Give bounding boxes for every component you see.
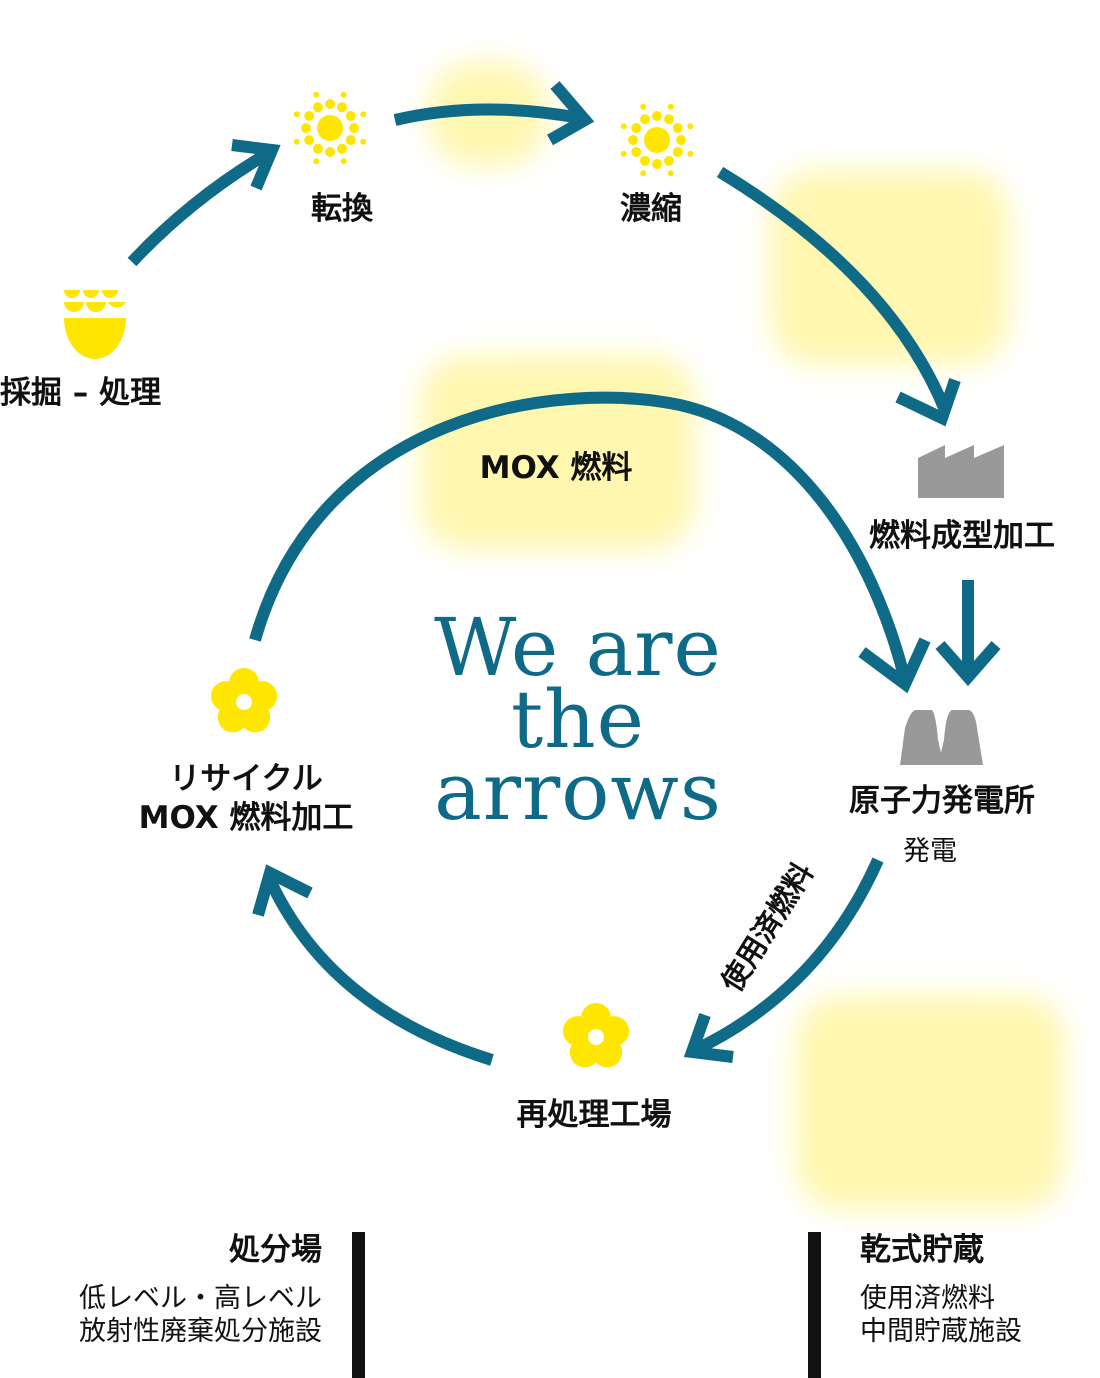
dry-storage-divider — [808, 1232, 821, 1378]
label-conversion: 転換 — [311, 191, 373, 227]
arrow-mining-to-conversion — [127, 139, 281, 267]
label-recycle-line1: リサイクル — [169, 761, 323, 797]
disposal-divider — [352, 1232, 365, 1378]
label-power-generation: 発電 — [903, 836, 957, 867]
label-power-plant: 原子力発電所 — [849, 783, 1035, 819]
label-mox-fuel: MOX 燃料 — [479, 450, 633, 486]
arrow-power-plant-to-reprocessing — [683, 857, 884, 1063]
label-fabrication: 燃料成型加工 — [869, 518, 1055, 554]
highlight-right — [770, 170, 1010, 365]
label-recycle-line2: MOX 燃料加工 — [138, 799, 354, 836]
dry-storage-line1: 使用済燃料 — [860, 1283, 995, 1315]
disposal-block: 処分場 低レベル・高レベル 放射性廃棄処分施設 — [79, 1232, 322, 1348]
slogan-line1: We are — [434, 601, 722, 694]
label-enrichment: 濃縮 — [620, 191, 682, 227]
disposal-line2: 放射性廃棄処分施設 — [79, 1315, 322, 1347]
cooling-tower-icon — [900, 710, 983, 765]
factory-icon — [918, 445, 1004, 498]
flower-icon — [210, 668, 278, 733]
arrow-reprocessing-to-recycle — [252, 864, 494, 1066]
dry-storage-block: 乾式貯蔵 使用済燃料 中間貯蔵施設 — [860, 1232, 1022, 1348]
arrow-mox-fuel-loop — [249, 391, 931, 694]
center-slogan: We are the arrows — [434, 601, 722, 838]
dry-storage-line2: 中間貯蔵施設 — [860, 1315, 1022, 1347]
dry-storage-title: 乾式貯蔵 — [860, 1232, 984, 1268]
label-recycle: リサイクル MOX 燃料加工 — [139, 760, 354, 838]
slogan-line2: the — [510, 673, 645, 766]
arrow-conversion-to-enrichment — [393, 81, 595, 146]
label-reprocessing: 再処理工場 — [516, 1097, 672, 1133]
disposal-title: 処分場 — [229, 1232, 322, 1268]
arrow-enrichment-to-fabrication — [716, 166, 961, 427]
disposal-line1: 低レベル・高レベル — [79, 1283, 322, 1315]
flower-icon — [562, 1003, 630, 1068]
mining-dome-icon — [64, 290, 126, 359]
arrow-fabrication-to-power-plant — [935, 580, 1001, 687]
sun-burst-icon — [293, 91, 367, 165]
highlight-center — [420, 355, 695, 550]
label-mining: 採掘 – 処理 — [0, 375, 162, 411]
slogan-line3: arrows — [434, 745, 722, 838]
highlight-bottom-right — [795, 995, 1065, 1210]
sun-burst-icon — [620, 103, 694, 177]
